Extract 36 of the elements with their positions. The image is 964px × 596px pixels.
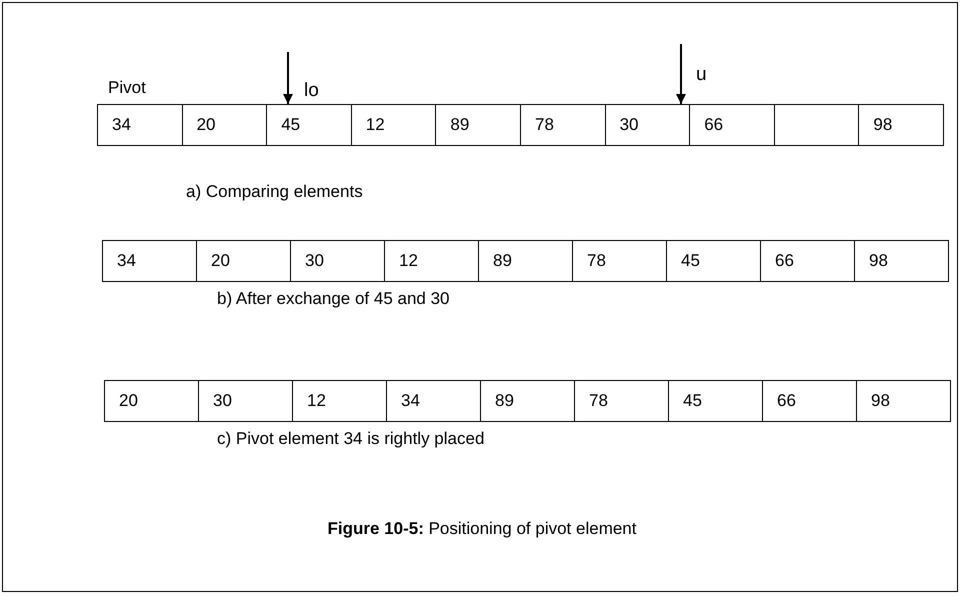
array-cell: 34 [102, 240, 197, 282]
array-cell: 34 [97, 104, 183, 146]
array-cell: 78 [574, 380, 669, 422]
array-cell: 89 [480, 380, 575, 422]
edge-label: lo [304, 80, 319, 102]
array-cell: 89 [435, 104, 521, 146]
array-cell: 66 [689, 104, 775, 146]
sub-caption: b) After exchange of 45 and 30 [217, 289, 450, 309]
array-cell: 78 [572, 240, 667, 282]
sub-caption: c) Pivot element 34 is rightly placed [217, 429, 484, 449]
array-cell: 45 [266, 104, 352, 146]
array-cell: 20 [182, 104, 268, 146]
array-cell: 20 [196, 240, 291, 282]
array-cell: 78 [520, 104, 606, 146]
array-cell: 12 [292, 380, 387, 422]
array-cell: 34 [386, 380, 481, 422]
arrow [676, 44, 686, 104]
sub-caption: a) Comparing elements [186, 182, 363, 202]
edge-label: u [696, 64, 707, 86]
array-cell: 20 [104, 380, 199, 422]
array-cell: 30 [604, 104, 690, 146]
array-cell: 45 [668, 380, 763, 422]
array-cell: 98 [854, 240, 949, 282]
array-cell: 12 [384, 240, 479, 282]
array-cell: 30 [290, 240, 385, 282]
pivot-label: Pivot [108, 78, 146, 98]
array-cell: 89 [478, 240, 573, 282]
array-cell: 98 [858, 104, 944, 146]
array-cell: 66 [762, 380, 857, 422]
arrow [283, 52, 293, 104]
array-cell: 66 [760, 240, 855, 282]
figure-caption: Figure 10-5: Positioning of pivot element [328, 519, 636, 539]
array-cell: 98 [856, 380, 951, 422]
array-cell: 12 [350, 104, 436, 146]
array-cell: 45 [666, 240, 761, 282]
array-cell: 30 [198, 380, 293, 422]
